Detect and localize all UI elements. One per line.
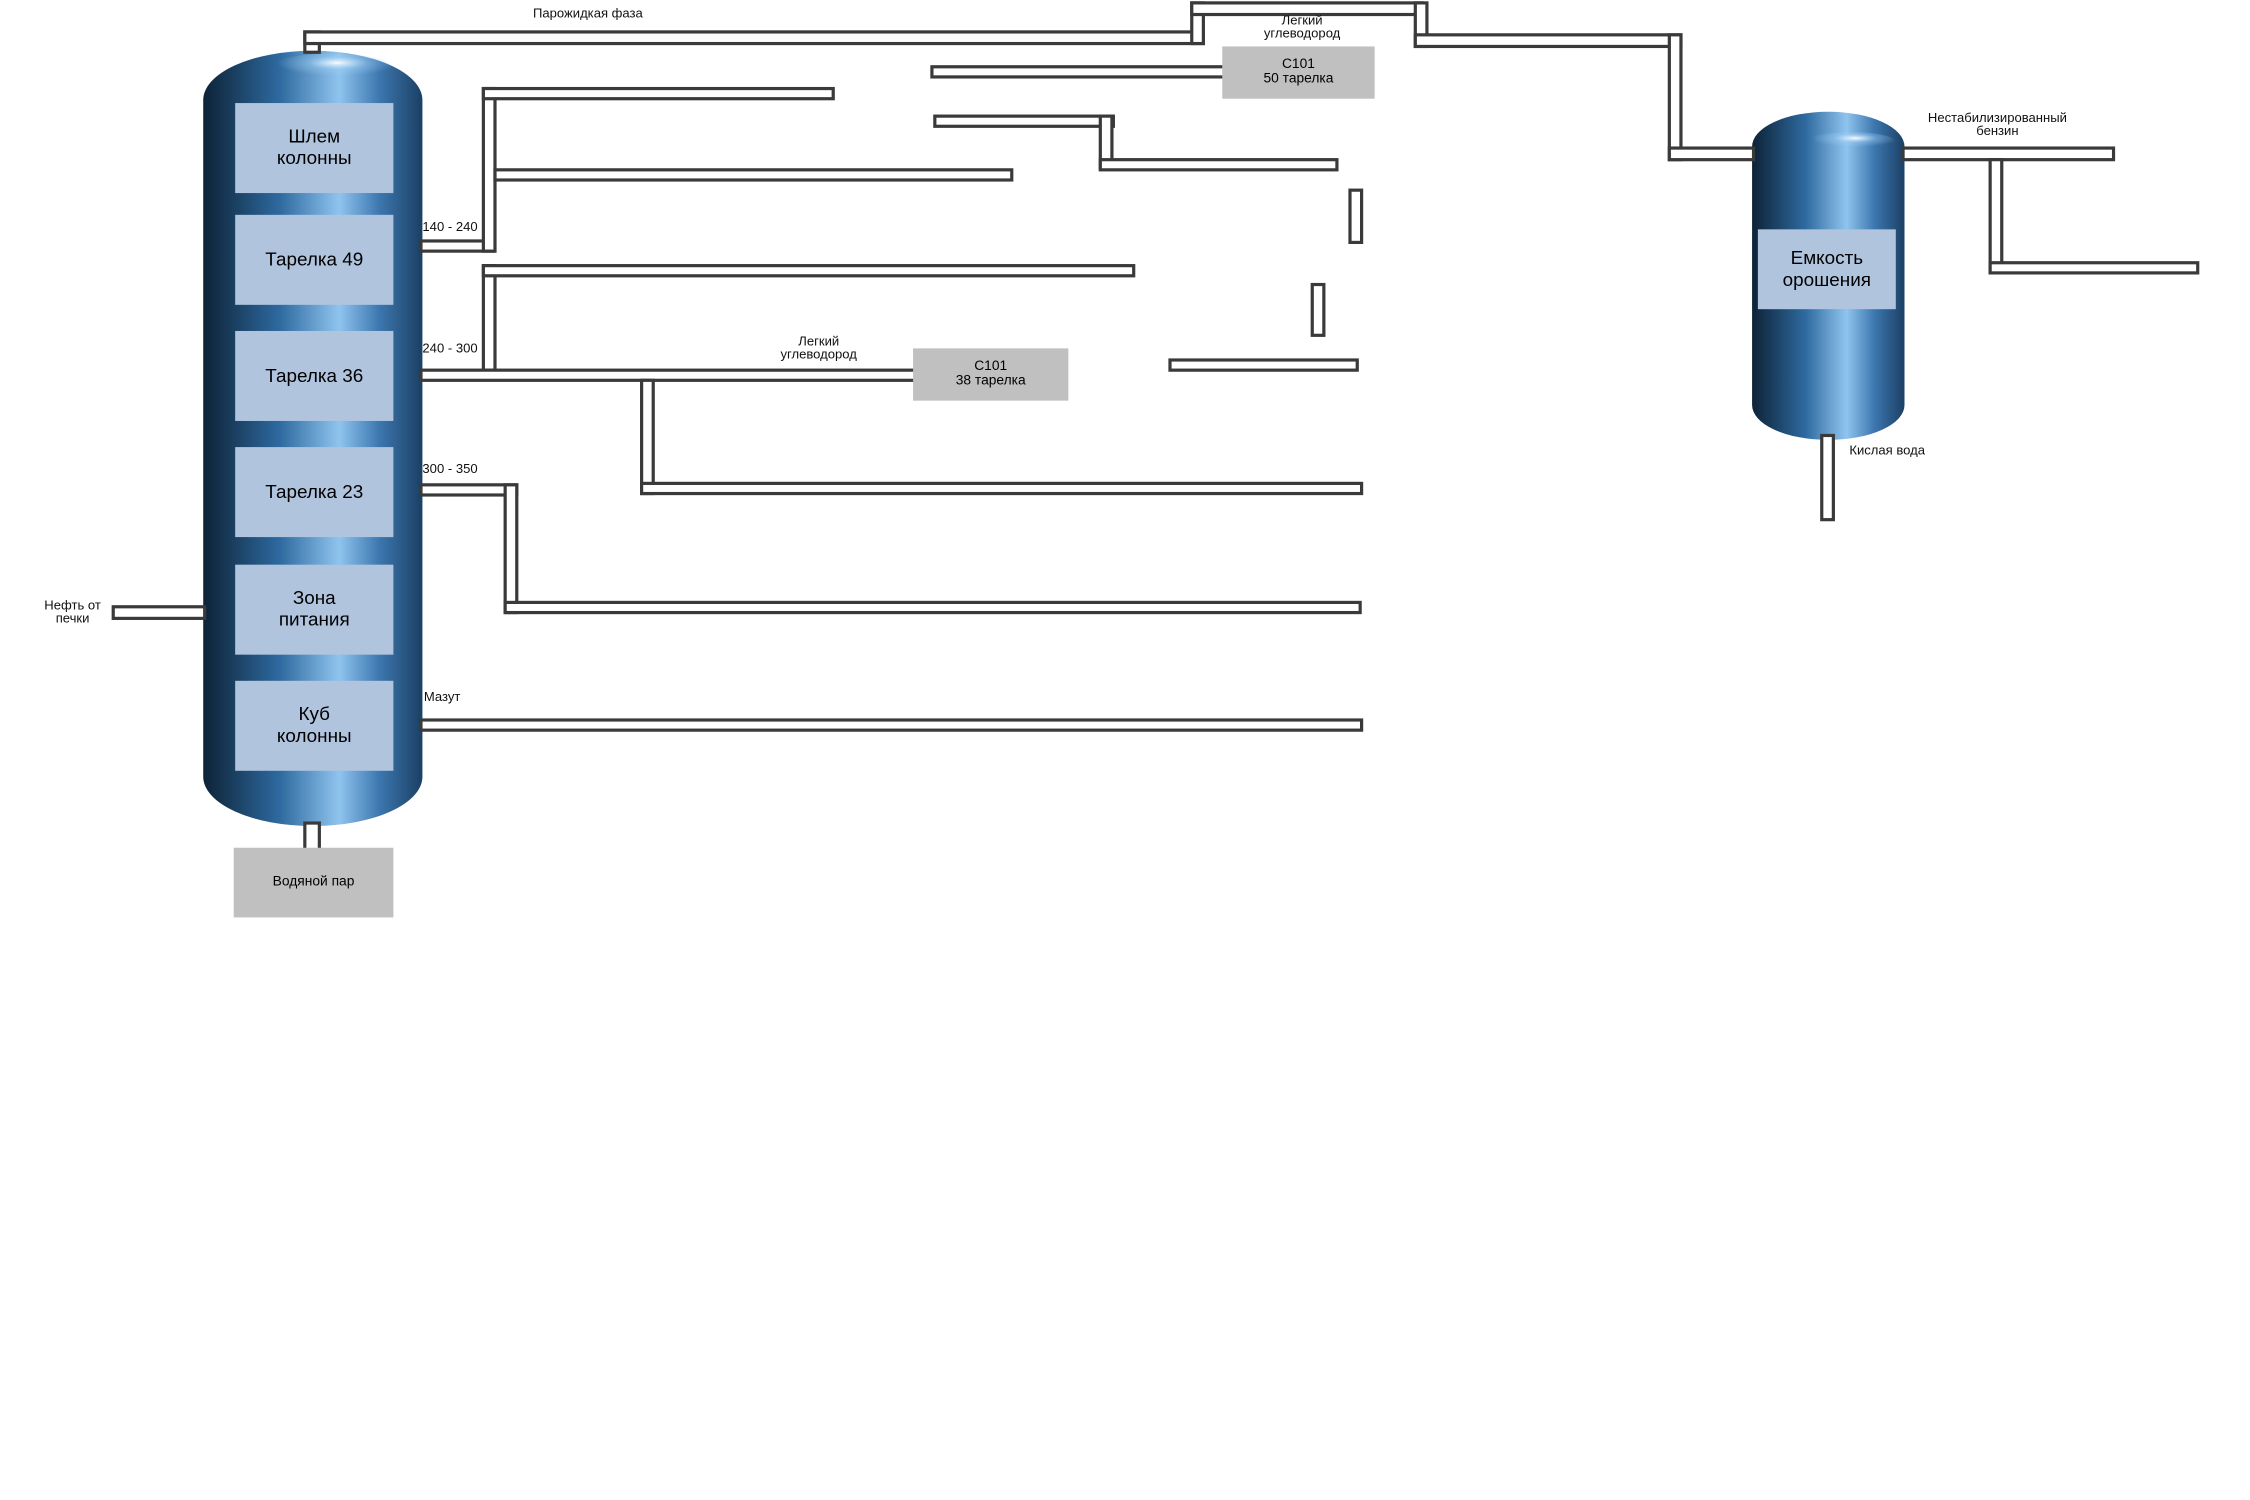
steam-box[interactable]: Водяной пар [233,847,394,918]
process-flow-diagram: Шлем колонны Тарелка 49 Тарелка 36 Тарел… [44,1,2200,918]
cut-240-300-label: 240 - 300 [422,341,478,356]
section-feed-zone[interactable]: Зона питания [235,564,394,655]
pipe [1310,282,1326,337]
section-tray-49[interactable]: Тарелка 49 [235,214,394,305]
pipe [640,481,1364,496]
pipe [1348,188,1364,245]
pipe [303,30,1205,46]
drum-highlight [1807,132,1895,150]
cut-140-240-label: 140 - 240 [422,219,478,234]
pipe [503,483,519,615]
light-hc-mid-label: Легкий углеводород [780,333,857,363]
cut-300-350-label: 300 - 350 [422,461,478,477]
pipe [1901,146,2116,162]
pipe [1413,33,1683,49]
pipe [503,600,1362,615]
section-tray-23[interactable]: Тарелка 23 [235,447,394,538]
pipe [1988,261,2200,275]
section-column-bottom[interactable]: Куб колонны [235,680,394,771]
pipe [419,368,920,382]
section-tray-36[interactable]: Тарелка 36 [235,330,394,421]
pipe [1988,158,2004,275]
light-hc-top-label: Легкий углеводород [1263,13,1341,42]
vapor-liquid-label: Парожидкая фаза [532,5,643,21]
section-column-top[interactable]: Шлем колонны [235,103,394,194]
c101-tray-50-box[interactable]: C101 50 тарелка [1222,46,1375,99]
pipe [419,718,1364,732]
pipe [303,821,321,853]
pipe [1667,146,1756,162]
pipe [930,65,1227,79]
pipe [481,264,1136,278]
pipe [1820,433,1835,522]
pipe [933,114,1115,128]
mazut-label: Мазут [423,689,461,705]
pipe [1098,158,1339,172]
reflux-drum-label[interactable]: Емкость орошения [1757,229,1896,310]
c101-tray-38-box[interactable]: C101 38 тарелка [913,348,1069,401]
feed-oil-label: Нефть от печки [44,598,101,627]
unstable-gasoline-label: Нестабилизированный бензин [1927,110,2067,139]
column-highlight [269,53,392,80]
pipe [111,605,207,620]
pipe [481,86,835,101]
pipe [419,483,519,497]
sour-water-label: Кислая вода [1849,442,1926,458]
pipe [640,378,655,496]
pipe [1667,33,1683,162]
pipe [1168,358,1359,372]
pipe [493,168,1014,182]
pipes [111,1,2200,853]
